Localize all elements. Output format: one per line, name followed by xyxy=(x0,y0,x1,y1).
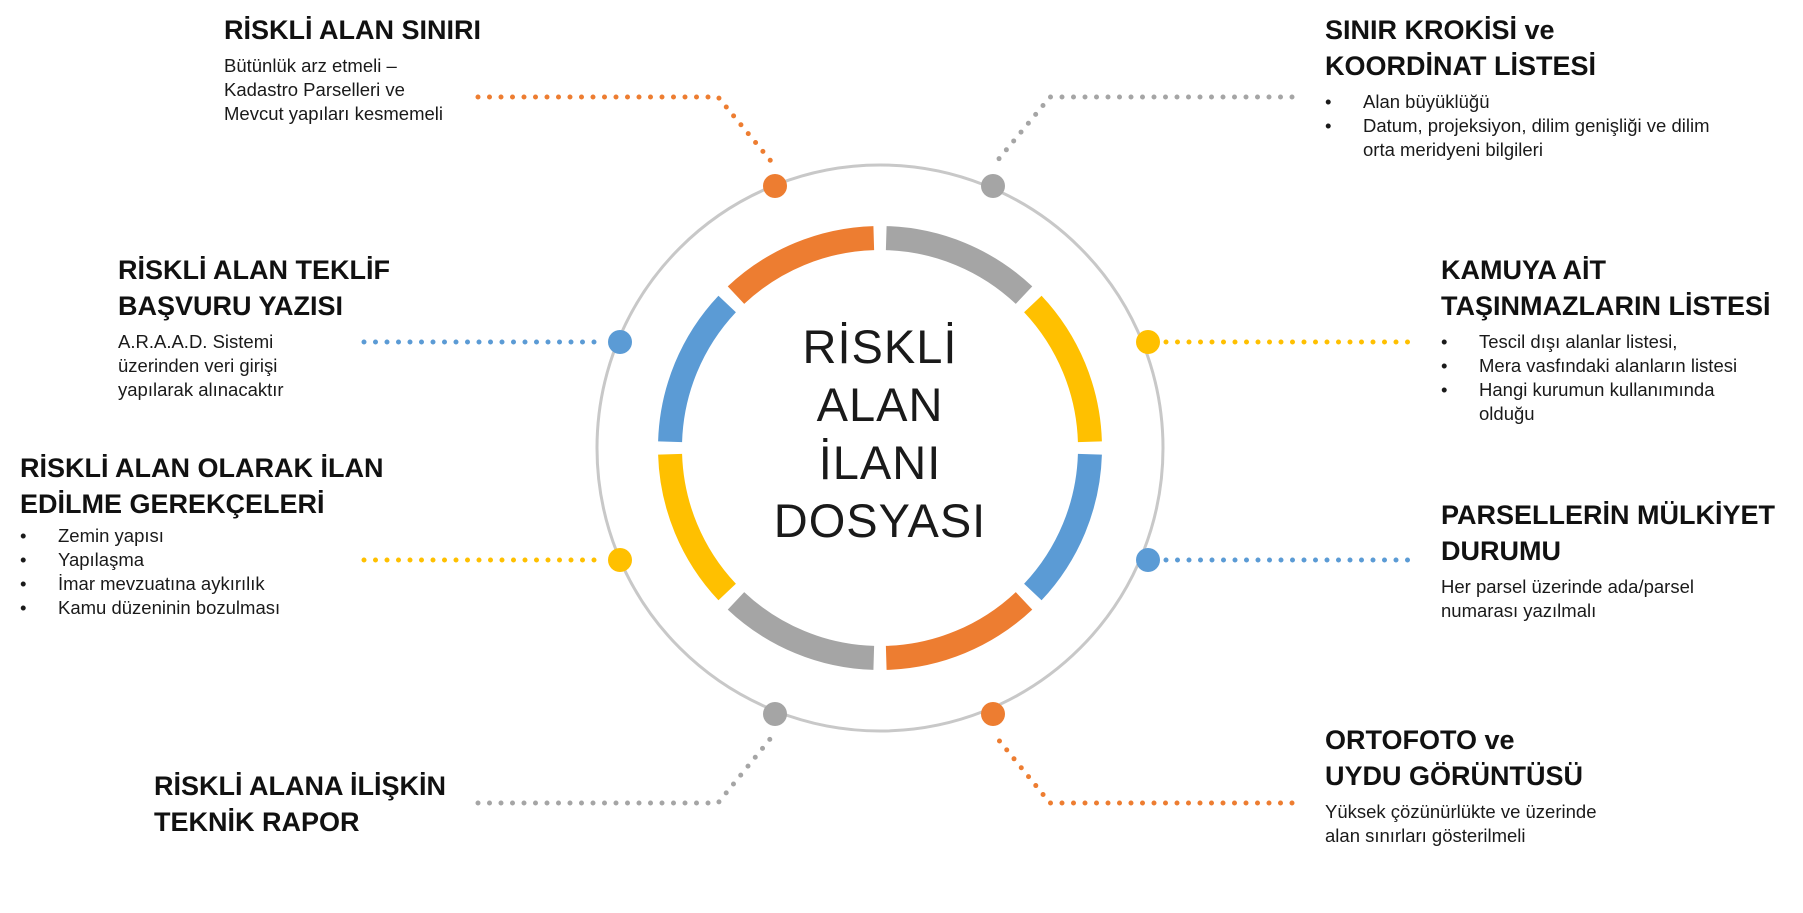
arc-segment-gray xyxy=(885,226,1033,305)
center-title: RİSKLİ ALAN İLANI DOSYASI xyxy=(735,318,1025,550)
description-line: Kadastro Parselleri ve xyxy=(224,79,405,100)
bullet-list: Zemin yapısı Yapılaşma İmar mevzuatına a… xyxy=(20,524,400,620)
block-title: EDİLME GEREKÇELERİ xyxy=(20,489,325,519)
block-ilan-gerekceleri: RİSKLİ ALAN OLARAK İLAN EDİLME GEREKÇELE… xyxy=(20,450,400,620)
block-teknik-rapor: RİSKLİ ALANA İLİŞKİN TEKNİK RAPOR xyxy=(154,768,474,840)
block-parsel-mulkiyet: PARSELLERİN MÜLKİYET DURUMU Her parsel ü… xyxy=(1441,497,1791,623)
arc-segment-blue xyxy=(658,295,737,443)
block-description: Her parsel üzerinde ada/parsel numarası … xyxy=(1441,575,1791,623)
block-title: SINIR KROKİSİ ve xyxy=(1325,15,1555,45)
node-dot-teklif-basvuru xyxy=(608,330,632,354)
block-ortofoto: ORTOFOTO ve UYDU GÖRÜNTÜSÜ Yüksek çözünü… xyxy=(1325,722,1745,848)
block-kamuya-ait: KAMUYA AİT TAŞINMAZLARIN LİSTESİ Tescil … xyxy=(1441,252,1791,426)
block-title: UYDU GÖRÜNTÜSÜ xyxy=(1325,761,1584,791)
arc-segment-orange xyxy=(727,226,875,305)
block-title: DURUMU xyxy=(1441,536,1561,566)
arc-segment-orange xyxy=(885,591,1033,670)
block-title: KAMUYA AİT xyxy=(1441,255,1607,285)
description-line: Her parsel üzerinde ada/parsel xyxy=(1441,576,1694,597)
block-title: BAŞVURU YAZISI xyxy=(118,291,344,321)
arc-segment-blue xyxy=(1023,453,1102,601)
block-title: RİSKLİ ALAN SINIRI xyxy=(224,15,482,45)
connector-riskli-alan-siniri xyxy=(475,94,778,169)
bullet-item: Yapılaşma xyxy=(20,548,400,572)
description-line: A.R.A.A.D. Sistemi xyxy=(118,331,274,352)
bullet-item: Alan büyüklüğü xyxy=(1325,90,1745,114)
arc-segment-yellow xyxy=(1023,295,1102,443)
connector-teknik-rapor xyxy=(475,730,778,806)
block-title: PARSELLERİN MÜLKİYET xyxy=(1441,500,1776,530)
connector-lines xyxy=(361,94,1413,806)
block-title: ORTOFOTO ve xyxy=(1325,725,1515,755)
bullet-item: Kamu düzeninin bozulması xyxy=(20,596,400,620)
description-line: alan sınırları gösterilmeli xyxy=(1325,825,1526,846)
block-description: Yüksek çözünürlükte ve üzerinde alan sın… xyxy=(1325,800,1745,848)
outer-ring xyxy=(595,163,1165,733)
node-dot-ilan-gerekceleri xyxy=(608,548,632,572)
block-title: TEKNİK RAPOR xyxy=(154,807,360,837)
center-title-line: RİSKLİ xyxy=(802,320,958,373)
connector-ortofoto xyxy=(990,730,1295,806)
node-dot-kamuya-ait xyxy=(1136,330,1160,354)
description-line: yapılarak alınacaktır xyxy=(118,379,284,400)
node-dot-ortofoto xyxy=(981,702,1005,726)
block-description: Bütünlük arz etmeli – Kadastro Parseller… xyxy=(224,54,544,126)
block-title: KOORDİNAT LİSTESİ xyxy=(1325,51,1597,81)
node-dot-parsel-mulkiyet xyxy=(1136,548,1160,572)
bullet-item: Datum, projeksiyon, dilim genişliği ve d… xyxy=(1325,114,1745,162)
center-title-line: ALAN xyxy=(816,378,944,431)
block-title: RİSKLİ ALAN TEKLİF xyxy=(118,255,390,285)
block-teklif-basvuru: RİSKLİ ALAN TEKLİF BAŞVURU YAZISI A.R.A.… xyxy=(118,252,418,402)
bullet-item: Tescil dışı alanlar listesi, xyxy=(1441,330,1761,354)
connector-sinir-krokisi xyxy=(990,94,1295,169)
bullet-item: Hangi kurumun kullanımında olduğu xyxy=(1441,378,1761,426)
bullet-list: Alan büyüklüğü Datum, projeksiyon, dilim… xyxy=(1325,90,1745,162)
arc-segment-yellow xyxy=(658,453,737,601)
block-title: TAŞINMAZLARIN LİSTESİ xyxy=(1441,291,1771,321)
description-line: üzerinden veri girişi xyxy=(118,355,278,376)
bullet-list: Tescil dışı alanlar listesi, Mera vasfın… xyxy=(1441,330,1761,426)
node-dot-teknik-rapor xyxy=(763,702,787,726)
node-dot-riskli-alan-siniri xyxy=(763,174,787,198)
center-title-line: DOSYASI xyxy=(773,494,987,547)
bullet-item: Zemin yapısı xyxy=(20,524,400,548)
block-description: A.R.A.A.D. Sistemi üzerinden veri girişi… xyxy=(118,330,418,402)
description-line: Mevcut yapıları kesmemeli xyxy=(224,103,443,124)
node-dot-sinir-krokisi xyxy=(981,174,1005,198)
arc-segment-gray xyxy=(727,591,875,670)
center-title-line: İLANI xyxy=(818,436,942,489)
block-title: RİSKLİ ALAN OLARAK İLAN xyxy=(20,453,384,483)
block-sinir-krokisi: SINIR KROKİSİ ve KOORDİNAT LİSTESİ Alan … xyxy=(1325,12,1745,162)
block-riskli-alan-siniri: RİSKLİ ALAN SINIRI Bütünlük arz etmeli –… xyxy=(224,12,544,126)
bullet-item: İmar mevzuatına aykırılık xyxy=(20,572,400,596)
bullet-item: Mera vasfındaki alanların listesi xyxy=(1441,354,1761,378)
block-title: RİSKLİ ALANA İLİŞKİN xyxy=(154,771,446,801)
description-line: Bütünlük arz etmeli – xyxy=(224,55,397,76)
description-line: Yüksek çözünürlükte ve üzerinde xyxy=(1325,801,1597,822)
arc-segments xyxy=(658,226,1102,670)
description-line: numarası yazılmalı xyxy=(1441,600,1597,621)
node-dots xyxy=(608,174,1160,726)
